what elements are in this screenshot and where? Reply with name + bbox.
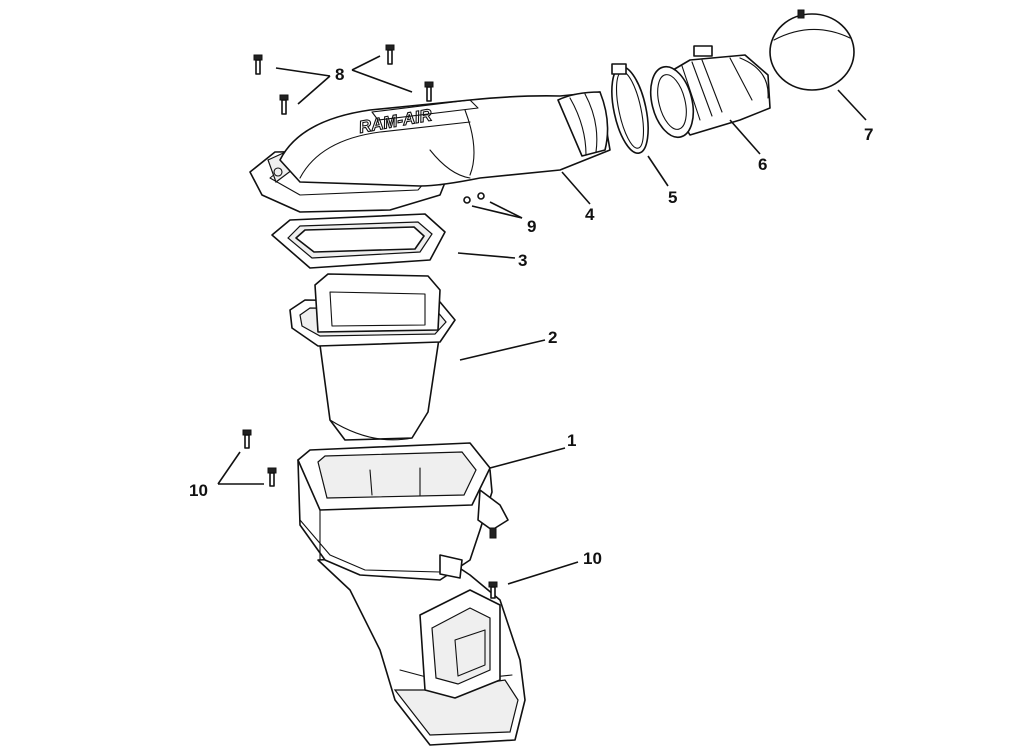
part-10-bolts	[242, 429, 498, 599]
callout-3: 3	[518, 251, 527, 270]
bolt	[385, 44, 395, 65]
part-1-airbox-housing	[297, 442, 526, 746]
callout-4: 4	[585, 205, 595, 224]
part-9-screws	[463, 192, 485, 204]
callout-7: 7	[864, 125, 873, 144]
bolt	[253, 54, 263, 75]
callout-6: 6	[758, 155, 767, 174]
leader-lines	[217, 55, 867, 585]
part-2-air-filter	[289, 273, 456, 441]
bolt	[424, 81, 434, 102]
callout-2: 2	[548, 328, 557, 347]
part-5-hose-clamp	[611, 63, 649, 154]
part-8-bolts	[253, 44, 434, 115]
callout-8: 8	[335, 65, 344, 84]
callout-10-right: 10	[583, 549, 602, 568]
bolt	[279, 94, 289, 115]
part-7-cap	[769, 9, 855, 91]
callout-5: 5	[668, 188, 677, 207]
callout-1: 1	[567, 431, 576, 450]
callout-9: 9	[527, 217, 536, 236]
bolt	[488, 581, 498, 599]
part-6-coupler	[649, 45, 771, 139]
part-3-gasket	[271, 213, 446, 269]
bolt	[242, 429, 252, 449]
bolt	[267, 467, 277, 487]
callout-labels: 1 2 3 4 5 6 7 8 9 10 10	[189, 65, 873, 568]
part-4-intake-tube-cover: RAM-AIR	[249, 91, 611, 213]
callout-10-left: 10	[189, 481, 208, 500]
